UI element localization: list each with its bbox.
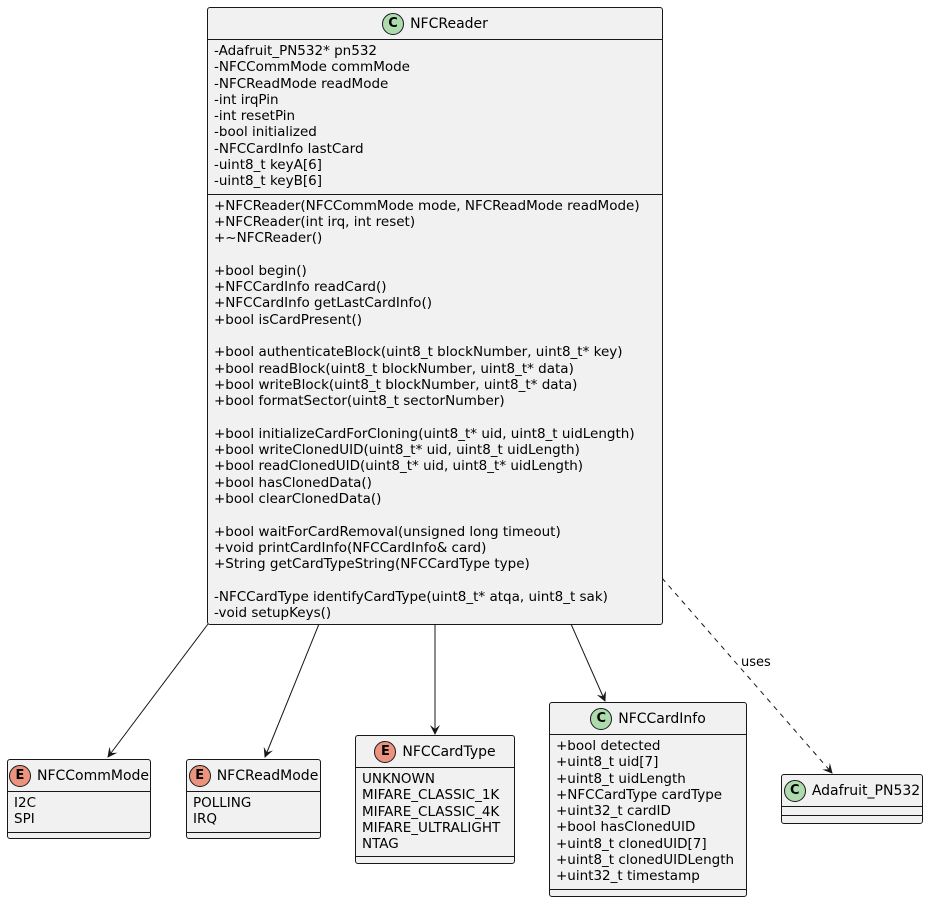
nfcreader-methods: +NFCReader(NFCCommMode mode, NFCReadMode…: [208, 195, 662, 626]
nfcreader-class[interactable]: C NFCReader -Adafruit_PN532* pn532 -NFCC…: [207, 7, 663, 625]
adafruit-empty-methods: [782, 816, 922, 824]
field: +uint8_t clonedUIDLength: [556, 852, 735, 869]
method: +bool readClonedUID(uint8_t* uid, uint8_…: [214, 458, 584, 475]
edge-reader-commmode: [107, 623, 209, 758]
field: -NFCReadMode readMode: [214, 75, 389, 92]
adafruit-pn532-name: Adafruit_PN532: [811, 782, 921, 799]
enum-value: UNKNOWN: [362, 771, 436, 787]
field: -uint8_t keyB[6]: [214, 173, 322, 190]
method: +bool initializeCardForCloning(uint8_t* …: [214, 425, 635, 442]
nfccardtype-values: UNKNOWN MIFARE_CLASSIC_1K MIFARE_CLASSIC…: [356, 768, 514, 858]
method: +bool isCardPresent(): [214, 311, 362, 328]
method-spacer: [214, 573, 656, 589]
enum-value: POLLING: [193, 795, 252, 811]
field: +uint32_t cardID: [556, 803, 671, 820]
method: +NFCCardInfo readCard(): [214, 279, 387, 296]
enum-value: SPI: [14, 811, 35, 828]
uses-label: uses: [741, 655, 771, 670]
method: +bool formatSector(uint8_t sectorNumber): [214, 393, 505, 410]
nfccommmode-name: NFCCommMode: [36, 767, 150, 784]
enum-value: MIFARE_CLASSIC_4K: [362, 803, 500, 820]
enum-value: MIFARE_ULTRALIGHT: [362, 819, 501, 836]
method: +bool writeBlock(uint8_t blockNumber, ui…: [214, 376, 578, 393]
method-spacer: [214, 247, 656, 263]
enum-value: IRQ: [193, 811, 217, 828]
field: -Adafruit_PN532* pn532: [214, 43, 378, 59]
nfccardtype-empty-section: [356, 857, 514, 863]
method: +String getCardTypeString(NFCCardType ty…: [214, 556, 530, 573]
nfcreader-fields: -Adafruit_PN532* pn532 -NFCCommMode comm…: [208, 40, 662, 195]
enum-badge-icon: E: [8, 764, 31, 787]
nfccommmode-values: I2C SPI: [8, 792, 150, 833]
nfccardtype-header: E NFCCardType: [356, 736, 514, 768]
method: +NFCReader(int irq, int reset): [214, 213, 416, 230]
method-spacer: [214, 328, 656, 344]
nfccardinfo-class[interactable]: C NFCCardInfo +bool detected +uint8_t ui…: [549, 702, 747, 897]
method: +bool begin(): [214, 262, 307, 279]
field: +uint8_t clonedUID[7]: [556, 835, 707, 852]
method: +void printCardInfo(NFCCardInfo& card): [214, 539, 487, 556]
enum-badge-icon: E: [188, 764, 211, 787]
method: +bool waitForCardRemoval(unsigned long t…: [214, 523, 561, 540]
nfccardtype-enum[interactable]: E NFCCardType UNKNOWN MIFARE_CLASSIC_1K …: [355, 735, 515, 864]
method: +NFCCardInfo getLastCardInfo(): [214, 295, 432, 312]
class-badge-icon: C: [382, 12, 405, 35]
method: +bool authenticateBlock(uint8_t blockNum…: [214, 344, 623, 361]
nfcreadmode-name: NFCReadMode: [216, 767, 319, 784]
nfcreadmode-header: E NFCReadMode: [187, 760, 320, 792]
nfccardinfo-empty-section: [550, 890, 746, 896]
nfcreadmode-values: POLLING IRQ: [187, 792, 320, 833]
nfcreader-header: C NFCReader: [208, 8, 662, 40]
class-badge-icon: C: [783, 779, 806, 802]
field: +uint32_t timestamp: [556, 868, 700, 885]
edge-reader-adafruit: [661, 577, 833, 774]
field: +uint8_t uidLength: [556, 770, 686, 787]
field: -NFCCardInfo lastCard: [214, 140, 364, 157]
edge-reader-readmode: [263, 623, 320, 758]
method-spacer: [214, 410, 656, 426]
field: +NFCCardType cardType: [556, 786, 723, 803]
field: -int resetPin: [214, 108, 296, 125]
field: -bool initialized: [214, 124, 317, 141]
enum-value: MIFARE_CLASSIC_1K: [362, 787, 500, 804]
method: +bool readBlock(uint8_t blockNumber, uin…: [214, 360, 574, 377]
nfccommmode-enum[interactable]: E NFCCommMode I2C SPI: [7, 759, 151, 839]
adafruit-pn532-header: C Adafruit_PN532: [782, 775, 922, 807]
nfccommmode-empty-section: [8, 833, 150, 839]
nfccardinfo-fields: +bool detected +uint8_t uid[7] +uint8_t …: [550, 735, 746, 890]
field: -uint8_t keyA[6]: [214, 157, 322, 174]
method: +bool clearClonedData(): [214, 491, 382, 508]
field: +bool detected: [556, 738, 661, 754]
enum-badge-icon: E: [374, 740, 397, 763]
method: +NFCReader(NFCCommMode mode, NFCReadMode…: [214, 197, 640, 214]
method: +bool writeClonedUID(uint8_t* uid, uint8…: [214, 442, 580, 459]
enum-value: I2C: [14, 795, 36, 811]
nfcreadmode-enum[interactable]: E NFCReadMode POLLING IRQ: [186, 759, 321, 839]
nfccardtype-name: NFCCardType: [402, 743, 496, 760]
nfccardinfo-header: C NFCCardInfo: [550, 703, 746, 735]
enum-value: NTAG: [362, 836, 399, 853]
edge-reader-cardinfo: [570, 623, 606, 702]
field: -NFCCommMode commMode: [214, 59, 410, 76]
class-badge-icon: C: [590, 707, 613, 730]
method-spacer: [214, 507, 656, 523]
adafruit-empty-fields: [782, 807, 922, 816]
nfcreadmode-empty-section: [187, 833, 320, 839]
nfccommmode-header: E NFCCommMode: [8, 760, 150, 792]
nfccardinfo-name: NFCCardInfo: [618, 710, 706, 727]
nfcreader-name: NFCReader: [410, 15, 488, 32]
adafruit-pn532-class[interactable]: C Adafruit_PN532: [781, 774, 923, 824]
field: +uint8_t uid[7]: [556, 754, 659, 771]
method: -void setupKeys(): [214, 605, 332, 622]
method: -NFCCardType identifyCardType(uint8_t* a…: [214, 588, 608, 605]
method: +~NFCReader(): [214, 230, 323, 247]
field: +bool hasClonedUID: [556, 819, 696, 836]
field: -int irqPin: [214, 91, 279, 108]
method: +bool hasClonedData(): [214, 474, 372, 491]
